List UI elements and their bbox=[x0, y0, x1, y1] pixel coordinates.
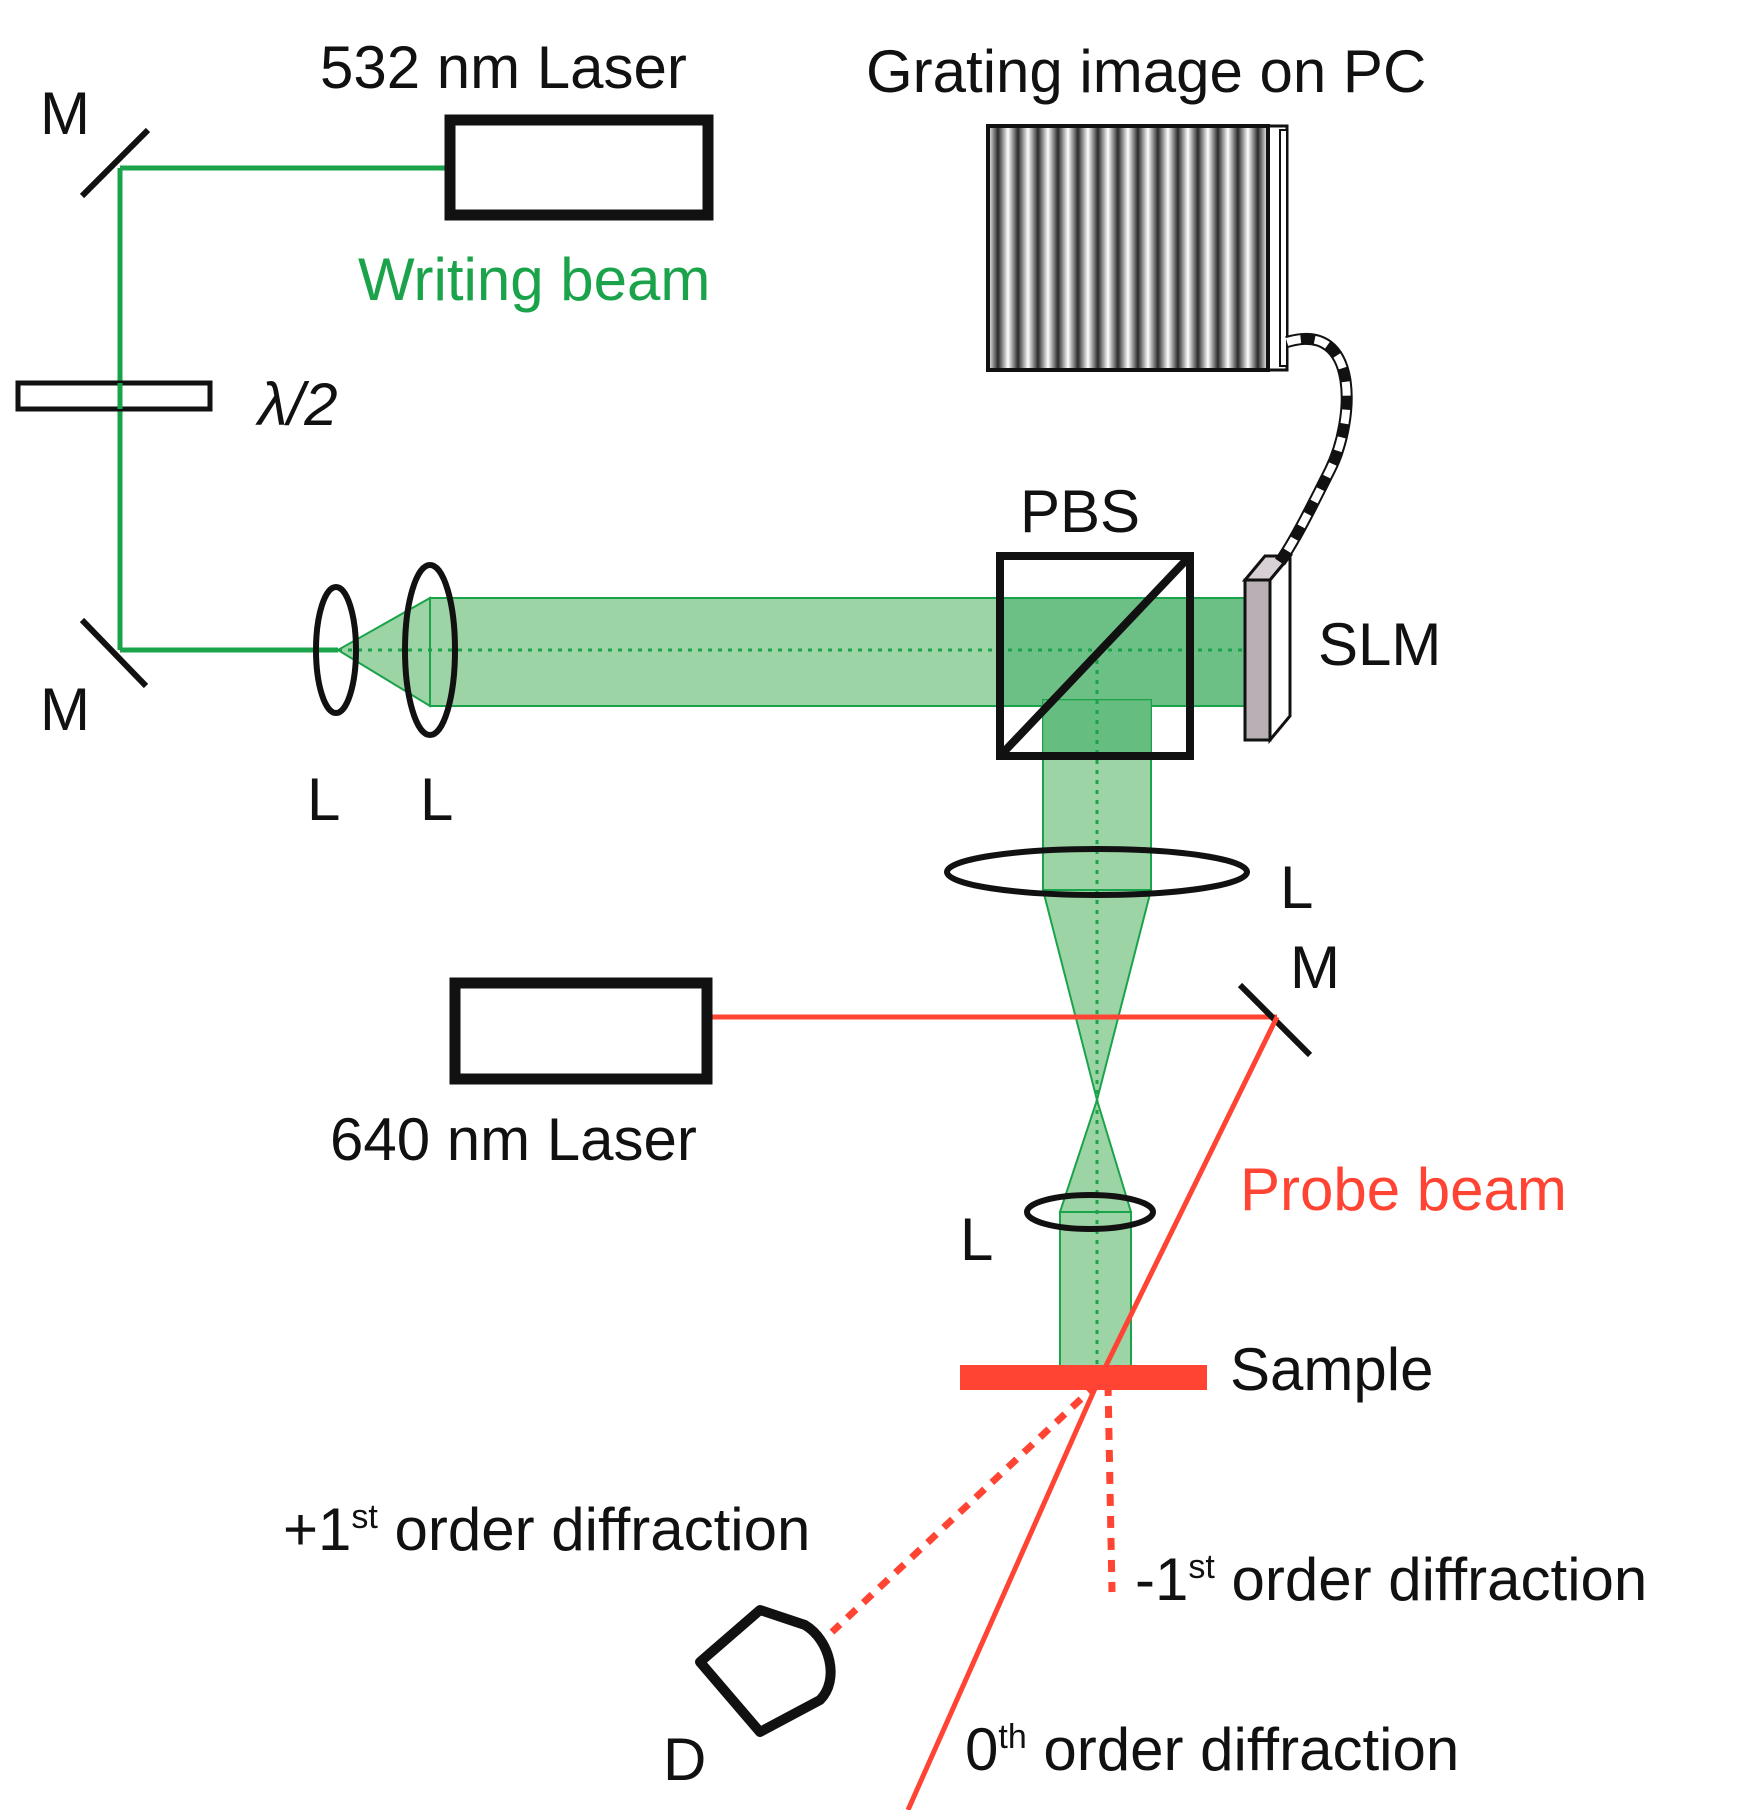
minus-first-suffix: order diffraction bbox=[1214, 1546, 1648, 1613]
laser-532-box bbox=[444, 114, 714, 221]
zeroth-order-beam bbox=[905, 1382, 1100, 1810]
label-half-wave: λ/2 bbox=[258, 371, 338, 438]
label-plus-first-order: +1st order diffraction bbox=[283, 1500, 810, 1560]
zeroth-suffix: order diffraction bbox=[1026, 1716, 1460, 1783]
label-zeroth-order: 0th order diffraction bbox=[965, 1720, 1459, 1780]
lens-recollimate bbox=[1024, 1192, 1156, 1232]
pbs-to-slm-beam bbox=[1000, 598, 1245, 706]
mirror-top bbox=[79, 127, 151, 199]
zeroth-sup: th bbox=[998, 1718, 1027, 1756]
lens-large bbox=[402, 562, 458, 738]
label-slm: SLM bbox=[1318, 611, 1442, 678]
label-laser-532: 532 nm Laser bbox=[320, 34, 687, 101]
lens-small bbox=[313, 584, 359, 716]
grating-image bbox=[986, 124, 1270, 372]
beam-axis bbox=[338, 648, 1245, 1375]
label-writing-beam: Writing beam bbox=[358, 246, 711, 313]
label-lens-small: L bbox=[307, 766, 341, 833]
probe-beam-to-sample bbox=[1094, 1015, 1280, 1386]
minus-first-prefix: -1 bbox=[1135, 1546, 1189, 1613]
grating-monitor bbox=[986, 124, 1289, 372]
label-pbs: PBS bbox=[1020, 478, 1141, 545]
detector bbox=[695, 1605, 836, 1737]
label-mirror-bottom-left: M bbox=[40, 676, 90, 743]
label-lens-recollimate: L bbox=[960, 1206, 994, 1273]
slm bbox=[1241, 551, 1294, 745]
label-detector: D bbox=[663, 1726, 707, 1793]
label-grating-image: Grating image on PC bbox=[866, 38, 1427, 105]
mirror-bottom-left bbox=[79, 617, 149, 689]
half-wave-plate bbox=[15, 380, 213, 412]
plus-first-order-beam bbox=[829, 1381, 1100, 1635]
pbs-cube bbox=[996, 552, 1194, 760]
sample bbox=[960, 1365, 1207, 1390]
plus-first-suffix: order diffraction bbox=[377, 1496, 811, 1563]
label-laser-640: 640 nm Laser bbox=[330, 1106, 697, 1173]
label-sample: Sample bbox=[1230, 1336, 1434, 1403]
lens-focus bbox=[944, 846, 1250, 898]
label-probe-beam: Probe beam bbox=[1240, 1156, 1567, 1223]
plus-first-sup: st bbox=[351, 1498, 378, 1536]
zeroth-prefix: 0 bbox=[965, 1716, 999, 1783]
minus-first-order-beam bbox=[1104, 1383, 1116, 1593]
slm-cable bbox=[1275, 333, 1353, 566]
plus-first-prefix: +1 bbox=[283, 1496, 352, 1563]
label-lens-focus: L bbox=[1280, 854, 1314, 921]
label-mirror-top: M bbox=[40, 80, 90, 147]
label-mirror-right: M bbox=[1290, 934, 1340, 1001]
label-minus-first-order: -1st order diffraction bbox=[1135, 1550, 1647, 1610]
laser-640-box bbox=[449, 977, 713, 1085]
minus-first-sup: st bbox=[1188, 1548, 1215, 1586]
label-lens-large: L bbox=[420, 766, 454, 833]
expanded-beam bbox=[429, 597, 1001, 707]
